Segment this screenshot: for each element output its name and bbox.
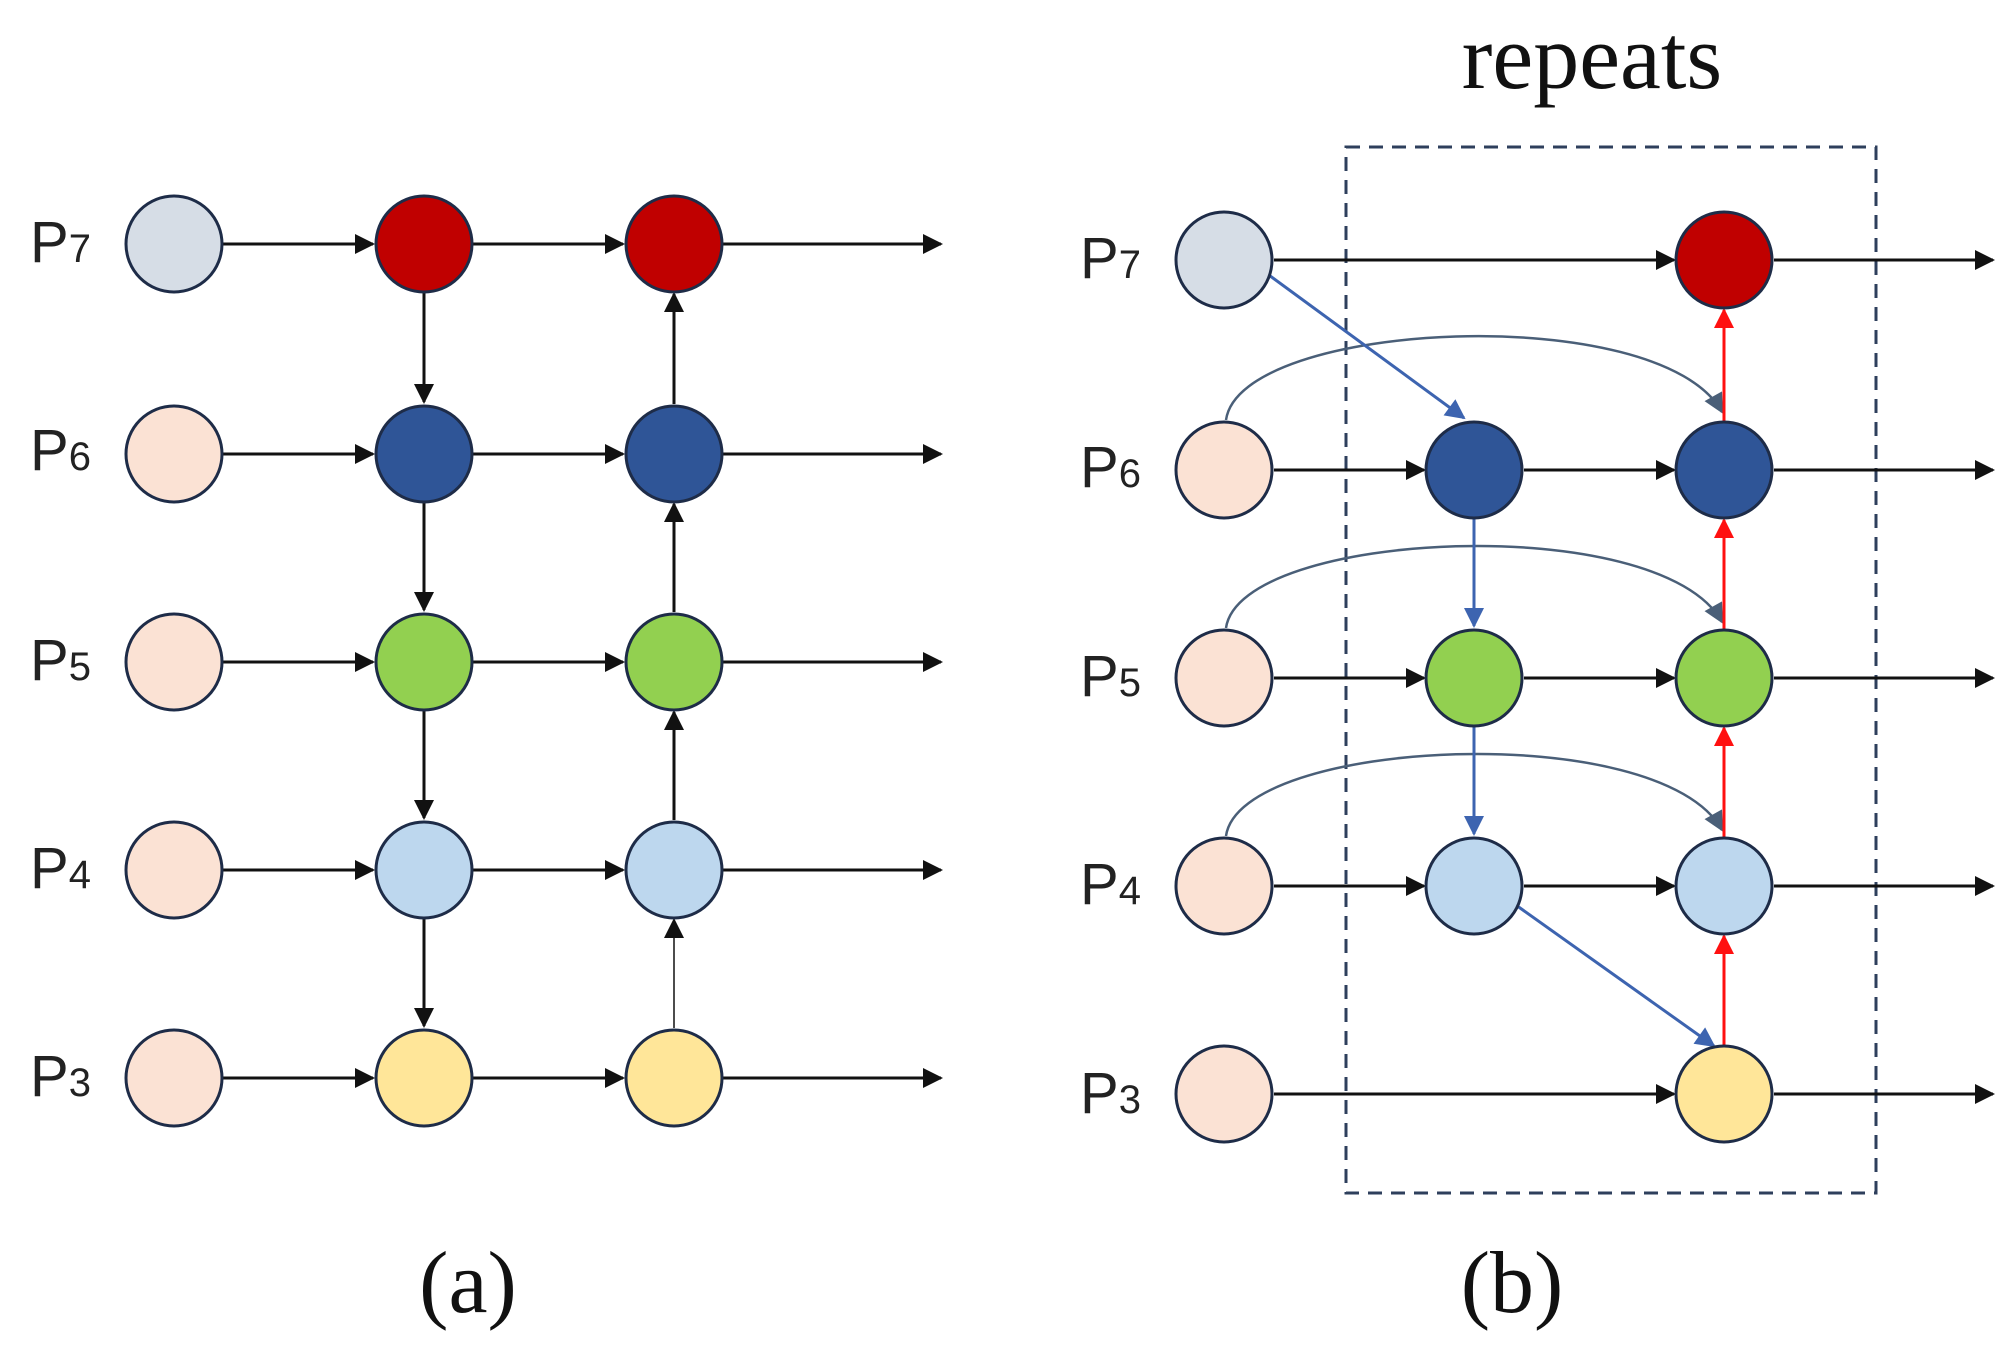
level-label-p6: P6: [1080, 435, 1141, 500]
skip-arc-p5: [1224, 544, 1724, 629]
bu-node-p4: [1674, 836, 1774, 936]
panel-a-caption: (a): [419, 1235, 517, 1332]
panel-b-top-down-arrows: [1261, 268, 1716, 1048]
td-node-p6: [1424, 420, 1524, 520]
skip-arc-p4: [1224, 752, 1724, 837]
repeat-block-box: [1344, 145, 1878, 1195]
level-label-p6: P6: [30, 418, 91, 483]
input-node-p3: [1174, 1044, 1274, 1144]
panel-b-skip-arcs: [1224, 334, 1724, 837]
td-node-p5: [1424, 628, 1524, 728]
bu-node-p3: [1674, 1044, 1774, 1144]
bu-node-p5: [624, 612, 724, 712]
level-label-p5: P5: [1080, 644, 1141, 709]
input-node-p7: [1174, 210, 1274, 310]
input-node-p6: [124, 404, 224, 504]
td-node-p7: [374, 194, 474, 294]
td-node-p3: [374, 1028, 474, 1128]
level-label-p7: P7: [30, 210, 91, 275]
arrow: [1505, 896, 1716, 1048]
td-node-p4: [1424, 836, 1524, 936]
bu-node-p3: [624, 1028, 724, 1128]
bu-node-p7: [624, 194, 724, 294]
arrow: [1261, 268, 1466, 420]
input-node-p5: [1174, 628, 1274, 728]
panel-a: P7 P6 P5 P4 P3: [30, 194, 943, 1332]
panel-b-horizontal-arrows: [1274, 250, 1995, 1104]
input-node-p7: [124, 194, 224, 294]
repeats-title: repeats: [1462, 6, 1723, 108]
input-node-p4: [1174, 836, 1274, 936]
panel-a-horizontal-arrows: [222, 234, 943, 1088]
level-label-p3: P3: [30, 1044, 91, 1109]
input-node-p4: [124, 820, 224, 920]
input-node-p3: [124, 1028, 224, 1128]
td-node-p5: [374, 612, 474, 712]
skip-arc-p6: [1224, 334, 1724, 421]
level-label-p5: P5: [30, 628, 91, 693]
panel-b-caption: (b): [1461, 1235, 1564, 1332]
level-label-p4: P4: [1080, 852, 1141, 917]
panel-a-nodes: [124, 194, 724, 1128]
input-node-p5: [124, 612, 224, 712]
td-node-p4: [374, 820, 474, 920]
panel-b-nodes: [1174, 210, 1774, 1144]
bu-node-p6: [624, 404, 724, 504]
level-label-p3: P3: [1080, 1061, 1141, 1126]
input-node-p6: [1174, 420, 1274, 520]
td-node-p6: [374, 404, 474, 504]
bu-node-p4: [624, 820, 724, 920]
bu-node-p5: [1674, 628, 1774, 728]
level-label-p7: P7: [1080, 226, 1141, 291]
bu-node-p6: [1674, 420, 1774, 520]
level-label-p4: P4: [30, 836, 91, 901]
bu-node-p7: [1674, 210, 1774, 310]
panel-b: repeats P7 P6 P5 P4 P3: [1080, 6, 1995, 1332]
